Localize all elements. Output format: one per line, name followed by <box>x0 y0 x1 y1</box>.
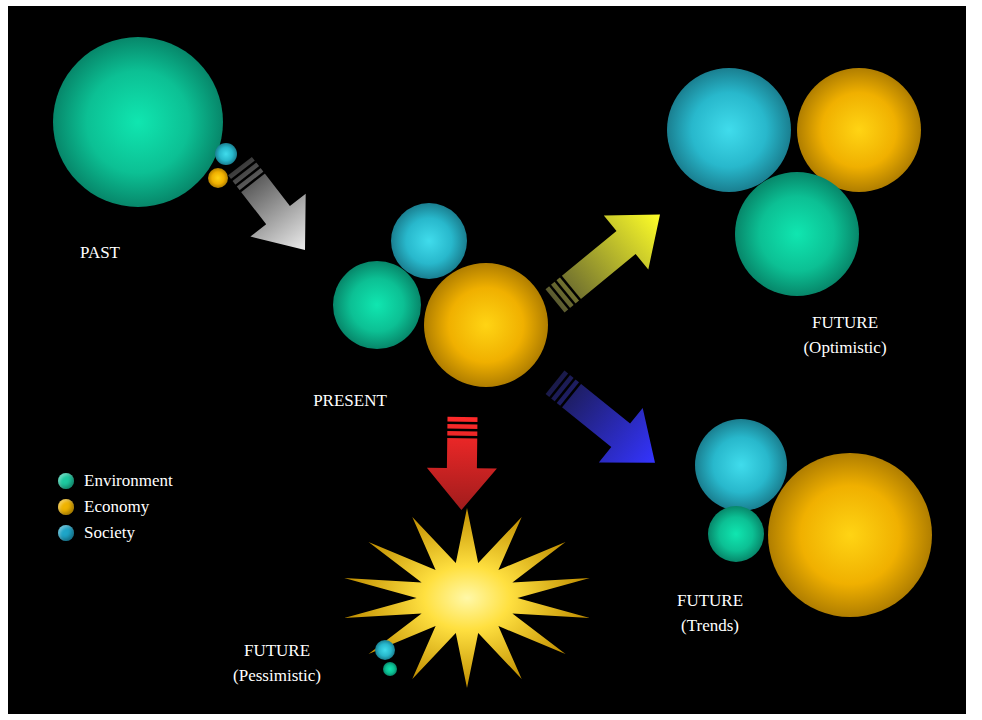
legend-row: Economy <box>58 494 173 520</box>
scenario-label: FUTURE (Pessimistic) <box>217 638 337 688</box>
arrow-body <box>228 157 306 250</box>
economy-circle <box>208 168 228 188</box>
scenario-group: FUTURE (Pessimistic) <box>215 510 600 700</box>
society-circle <box>375 640 395 660</box>
arrow-stripe <box>235 167 260 187</box>
arrow-stripe <box>555 280 575 305</box>
arrow-stripe <box>560 276 580 301</box>
environment-circle <box>735 172 859 296</box>
society-circle <box>695 419 787 511</box>
legend-swatch <box>58 499 74 515</box>
scenario-label: PRESENT <box>305 388 395 413</box>
legend-text: Environment <box>84 471 173 491</box>
scenario-group: FUTURE (Trends) <box>655 418 937 642</box>
scenario-label: FUTURE (Optimistic) <box>790 310 900 360</box>
block-arrow <box>427 417 497 510</box>
arrow-stripe <box>561 382 581 407</box>
arrow-stripe <box>446 429 478 432</box>
scenario-group: PRESENT <box>305 200 555 417</box>
economy-circle <box>768 453 932 617</box>
scenario-label: FUTURE (Trends) <box>655 588 765 638</box>
arrow-stripe <box>555 378 575 403</box>
legend-row: Environment <box>58 468 173 494</box>
arrow-body <box>427 417 497 510</box>
legend: EnvironmentEconomySociety <box>58 468 173 546</box>
arrow-stripe <box>549 285 569 310</box>
arrow-stripe <box>446 422 478 425</box>
arrow-stripe <box>240 172 265 192</box>
arrow-stripe <box>231 161 256 181</box>
explosion-starburst <box>344 508 590 688</box>
arrow-body <box>546 371 655 463</box>
legend-swatch <box>58 525 74 541</box>
scenario-label: PAST <box>65 240 135 265</box>
arrow-stripe <box>446 436 478 439</box>
environment-circle <box>708 506 764 562</box>
society-circle <box>215 143 237 165</box>
block-arrow <box>546 215 661 313</box>
legend-swatch <box>58 473 74 489</box>
environment-circle <box>383 662 397 676</box>
legend-row: Society <box>58 520 173 546</box>
scenario-group: PAST <box>48 35 240 269</box>
scenario-group: FUTURE (Optimistic) <box>660 62 930 367</box>
society-circle <box>667 68 791 192</box>
environment-circle <box>53 37 223 207</box>
block-arrow <box>228 157 306 250</box>
economy-circle <box>797 68 921 192</box>
society-circle <box>391 203 467 279</box>
arrow-stripe <box>550 374 570 399</box>
legend-text: Economy <box>84 497 149 517</box>
environment-circle <box>333 261 421 349</box>
economy-circle <box>424 263 548 387</box>
arrow-body <box>546 215 661 313</box>
block-arrow <box>546 371 655 463</box>
legend-text: Society <box>84 523 135 543</box>
